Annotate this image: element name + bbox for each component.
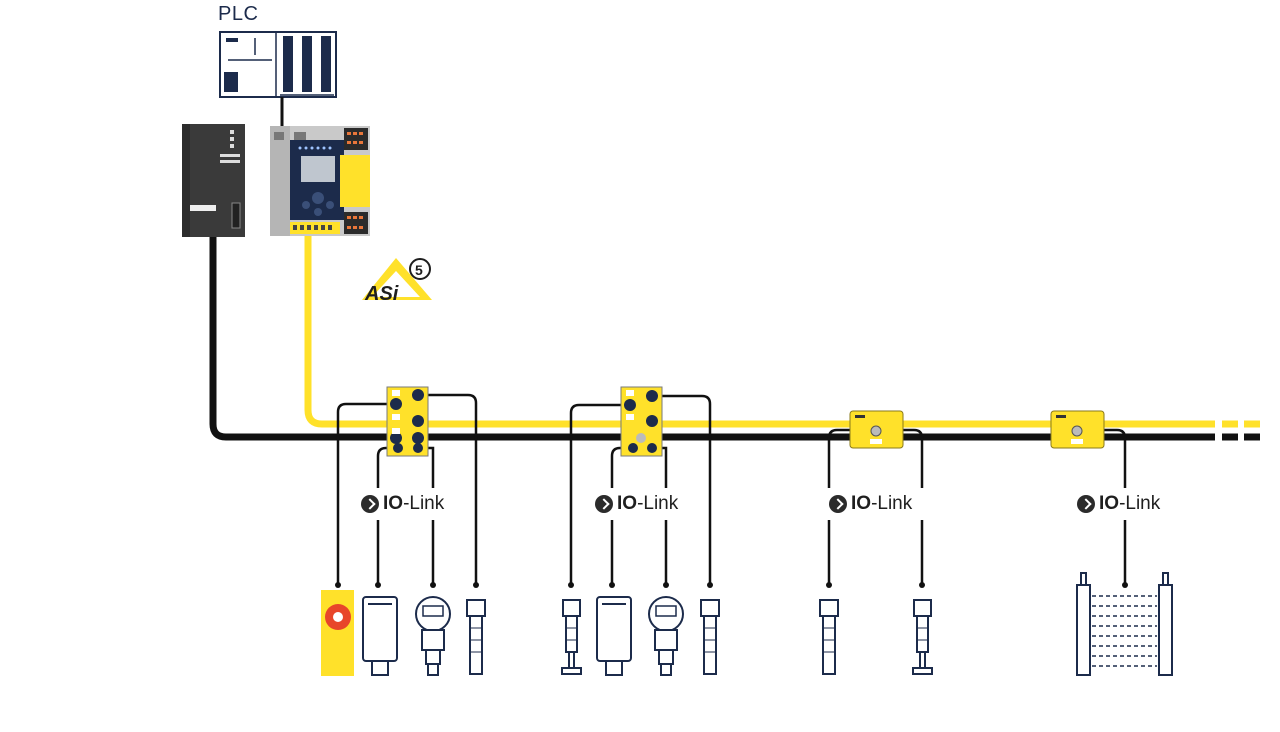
io-link-text: -Link	[1119, 493, 1161, 514]
proximity-sensor-icon	[700, 599, 720, 675]
asi-module-icon	[849, 410, 904, 449]
pressure-sensor-icon	[415, 596, 451, 676]
io-link-label: IO-Link	[361, 491, 444, 517]
asi-gateway-icon	[270, 126, 370, 236]
io-link-icon	[361, 495, 379, 513]
power-supply-icon	[182, 124, 245, 237]
proximity-sensor-icon	[561, 599, 582, 675]
io-link-bold: IO	[617, 493, 638, 514]
io-link-text: -Link	[403, 493, 445, 514]
sensor-icon	[362, 596, 398, 676]
io-link-icon	[829, 495, 847, 513]
asi-logo-text: ASi	[364, 283, 399, 305]
io-link-text: -Link	[871, 493, 913, 514]
io-link-text: -Link	[637, 493, 679, 514]
proximity-sensor-icon	[912, 599, 933, 675]
io-link-bold: IO	[1099, 493, 1120, 514]
plc-label: PLC	[218, 3, 259, 25]
io-link-bold: IO	[383, 493, 404, 514]
light-curtain-icon	[1076, 572, 1173, 676]
asi-logo-version: 5	[415, 262, 423, 278]
asi-5-logo: ASi 5	[362, 258, 432, 305]
io-link-icon	[1077, 495, 1095, 513]
asi-module-icon	[1050, 410, 1105, 449]
io-link-icon	[595, 495, 613, 513]
sensor-icon	[596, 596, 632, 676]
proximity-sensor-icon	[819, 599, 839, 675]
io-link-label: IO-Link	[595, 491, 678, 517]
plc-rack-icon	[219, 31, 337, 98]
pressure-sensor-icon	[648, 596, 684, 676]
io-module-icon	[620, 386, 663, 457]
io-module-icon	[386, 386, 429, 457]
io-link-label: IO-Link	[829, 491, 912, 517]
io-link-label: IO-Link	[1077, 491, 1160, 517]
io-link-bold: IO	[851, 493, 872, 514]
proximity-sensor-icon	[466, 599, 486, 675]
emergency-stop-icon	[321, 590, 354, 676]
